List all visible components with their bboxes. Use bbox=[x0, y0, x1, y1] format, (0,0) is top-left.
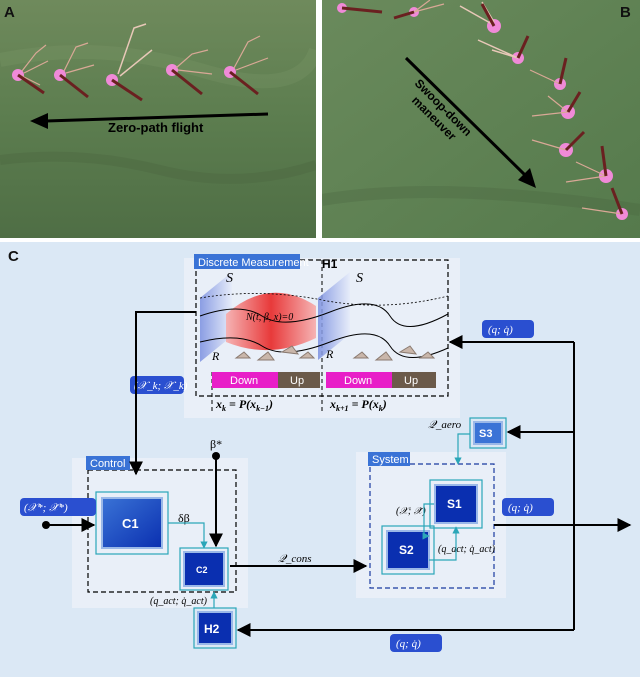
h1-title: H1 bbox=[322, 257, 338, 271]
photo-b-illustration: Swoop-down maneuver bbox=[322, 0, 640, 238]
swoop-bat-figures bbox=[337, 0, 628, 220]
control-diagram-panel: C bbox=[0, 242, 640, 677]
q-right-label: (q; q̇) bbox=[508, 502, 533, 514]
delta-beta-label: δβ bbox=[178, 511, 190, 525]
control-tab bbox=[86, 456, 130, 470]
x-star-label: (𝒳*; 𝒳̇*) bbox=[24, 502, 68, 514]
manifold-equation: N(t, β, x)=0 bbox=[245, 312, 293, 323]
system-block: System S1 S2 (𝒳; 𝒳̇) (q_act; q̇_act) bbox=[356, 452, 506, 598]
map-eq-right: xk+1= P(xk) bbox=[329, 397, 387, 413]
surface-label-left: S bbox=[226, 271, 233, 286]
phase-down-right-label: Down bbox=[344, 375, 372, 387]
q-cons-label: 𝒬_cons bbox=[278, 553, 312, 565]
control-tab-label: Control bbox=[90, 458, 125, 470]
swoop-arrow bbox=[404, 56, 528, 178]
s1-label: S1 bbox=[447, 497, 462, 511]
phase-down-left-label: Down bbox=[230, 375, 258, 387]
c1-block bbox=[101, 497, 163, 549]
s2-frame bbox=[381, 525, 435, 575]
control-qact-label: (q_act; q̇_act) bbox=[150, 596, 208, 607]
s2-label: S2 bbox=[399, 543, 414, 557]
region-label-right: R bbox=[325, 347, 334, 361]
q-bottom-label: (q; q̇) bbox=[396, 638, 421, 650]
phase-up-left bbox=[278, 372, 320, 388]
map-eq-left: xk= P(xk−1) bbox=[215, 397, 273, 413]
c2-label: C2 bbox=[196, 565, 208, 575]
c1-label: C1 bbox=[122, 516, 139, 531]
region-label-left: R bbox=[211, 349, 220, 363]
s3-label: S3 bbox=[479, 428, 492, 440]
s3-block: S3 𝒬_aero bbox=[428, 417, 507, 465]
beta-star-label: β* bbox=[210, 437, 222, 451]
phase-up-right-label: Up bbox=[404, 375, 418, 387]
system-tab bbox=[368, 452, 410, 466]
phase-down-left bbox=[212, 372, 278, 388]
surface-label-right: S bbox=[356, 271, 363, 286]
panel-letter-a: A bbox=[4, 4, 15, 21]
photo-swoop-down-maneuver: Swoop-down maneuver B bbox=[322, 0, 640, 238]
h1-tab bbox=[194, 254, 300, 269]
x-k-label: (𝒳_k; 𝒳̇_k) bbox=[134, 380, 188, 392]
phase-up-left-label: Up bbox=[290, 375, 304, 387]
phase-up-right bbox=[392, 372, 436, 388]
c2-block bbox=[183, 551, 225, 587]
panel-letter-b: B bbox=[620, 4, 631, 21]
q-top-label: (q; q̇) bbox=[488, 324, 513, 336]
bat-robot-figures bbox=[12, 23, 269, 102]
system-tab-label: System bbox=[372, 454, 409, 466]
photo-a-illustration: Zero-path flight bbox=[0, 0, 316, 238]
control-block: Control C1 C2 δβ (q_act; q̇_act) β* bbox=[72, 437, 248, 608]
manifold-red bbox=[226, 292, 316, 351]
control-teal-links bbox=[168, 522, 218, 608]
system-qact-label: (q_act; q̇_act) bbox=[438, 544, 496, 555]
zero-path-arrow bbox=[45, 112, 269, 123]
control-diagram: Discrete Measurement H1 S S R R N(t, β, … bbox=[20, 254, 632, 652]
h2-label: H2 bbox=[204, 622, 220, 636]
panel-letter-c: C bbox=[8, 248, 19, 265]
h1-discrete-measurement-block: Discrete Measurement H1 S S R R N(t, β, … bbox=[184, 254, 460, 418]
phase-down-right bbox=[326, 372, 392, 388]
zero-path-caption: Zero-path flight bbox=[108, 120, 204, 135]
photo-zero-path-flight: Zero-path flight A bbox=[0, 0, 316, 238]
bat-glyphs bbox=[234, 345, 436, 361]
q-aero-label: 𝒬_aero bbox=[428, 419, 462, 431]
system-state-label: (𝒳; 𝒳̇) bbox=[396, 506, 426, 517]
s1-block bbox=[434, 484, 478, 524]
h2-block: H2 bbox=[193, 607, 237, 649]
s2-block bbox=[386, 530, 430, 570]
h1-tab-label: Discrete Measurement bbox=[198, 257, 309, 269]
signal-lines bbox=[42, 311, 632, 637]
signal-labels: (𝒳*; 𝒳̇*) (𝒳_k; 𝒳̇_k) (q; q̇) (q; q̇) (q… bbox=[20, 320, 554, 652]
